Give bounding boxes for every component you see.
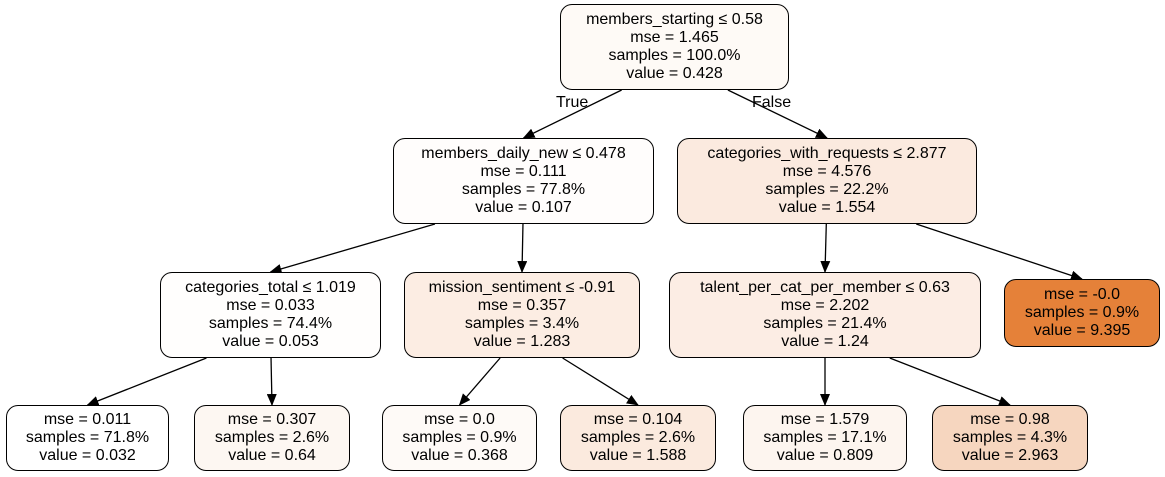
node-line: value = 0.809	[776, 447, 874, 464]
node-line: value = 0.428	[626, 65, 723, 82]
node-line: mse = 0.307	[227, 411, 317, 428]
node-line: mse = 1.579	[780, 411, 870, 428]
node-line: samples = 0.9%	[402, 429, 517, 446]
node-line: samples = 4.3%	[952, 429, 1068, 446]
node-line: members_starting ≤ 0.58	[586, 11, 763, 28]
tree-edge	[458, 357, 501, 406]
node-line: samples = 77.8%	[461, 181, 586, 198]
node-line: mse = 0.104	[593, 411, 683, 428]
tree-edge	[562, 357, 639, 406]
node-line: samples = 2.6%	[580, 429, 696, 446]
tree-edge	[269, 223, 436, 274]
node-line: value = 1.24	[781, 333, 869, 350]
node-line: categories_total ≤ 1.019	[185, 279, 356, 296]
edge-label: True	[556, 94, 589, 111]
tree-edge	[727, 89, 828, 139]
node-line: samples = 2.6%	[214, 429, 330, 446]
node-line: samples = 21.4%	[763, 315, 887, 332]
node-line: value = 0.64	[228, 447, 316, 464]
node-line: mse = 0.98	[970, 411, 1050, 428]
node-line: value = 2.963	[961, 447, 1059, 464]
node-line: samples = 17.1%	[763, 429, 887, 446]
node-line: value = 9.395	[1033, 322, 1131, 339]
node-line: samples = 71.8%	[25, 429, 150, 446]
node-line: mse = -0.0	[1043, 286, 1121, 303]
node-line: mse = 0.0	[424, 411, 495, 428]
tree-edge	[266, 357, 277, 406]
tree-edge	[522, 89, 622, 139]
node-line: mission_sentiment ≤ -0.91	[428, 279, 616, 296]
node-line: value = 0.368	[411, 447, 508, 464]
node-line: samples = 74.4%	[208, 315, 333, 332]
node-line: value = 1.588	[589, 447, 687, 464]
tree-edge	[820, 223, 831, 273]
node-line: value = 1.554	[778, 199, 876, 216]
node-line: mse = 2.202	[780, 297, 870, 314]
node-line: mse = 0.111	[480, 163, 567, 180]
node-line: samples = 0.9%	[1024, 304, 1140, 321]
node-line: mse = 0.357	[477, 297, 567, 314]
node-line: mse = 4.576	[782, 163, 872, 180]
node-line: samples = 22.2%	[765, 181, 889, 198]
node-line: members_daily_new ≤ 0.478	[421, 145, 626, 162]
node-line: value = 1.283	[473, 333, 571, 350]
node-line: samples = 3.4%	[464, 315, 580, 332]
node-line: mse = 0.033	[226, 297, 315, 314]
edge-label: False	[752, 94, 792, 111]
node-line: mse = 1.465	[630, 29, 719, 46]
tree-edge	[517, 223, 528, 273]
node-line: samples = 100.0%	[608, 47, 741, 64]
tree-edge	[916, 223, 1083, 281]
node-line: value = 0.032	[39, 447, 136, 464]
node-line: value = 0.053	[222, 333, 319, 350]
node-line: value = 0.107	[475, 199, 572, 216]
node-line: categories_with_requests ≤ 2.877	[707, 145, 947, 162]
node-line: mse = 0.011	[43, 411, 132, 428]
tree-edge	[889, 357, 1011, 406]
node-line: talent_per_cat_per_member ≤ 0.63	[700, 279, 950, 296]
tree-edge	[86, 357, 207, 406]
